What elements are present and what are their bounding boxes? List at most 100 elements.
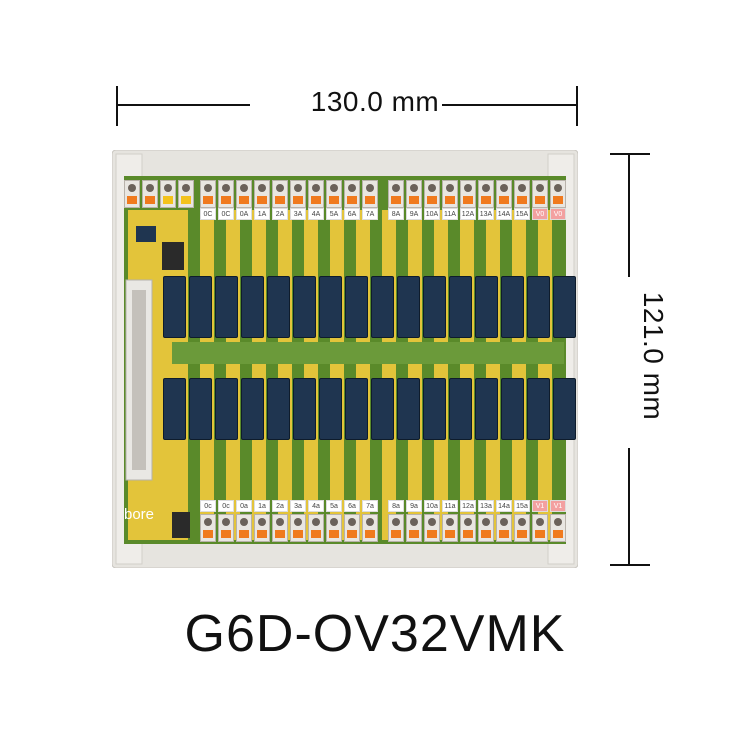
relay (241, 276, 264, 338)
terminal-label: 12a (460, 500, 476, 512)
terminal (406, 180, 422, 208)
terminal (218, 514, 234, 542)
relay (241, 378, 264, 440)
relay (189, 276, 212, 338)
terminal (496, 180, 512, 208)
terminal (200, 180, 216, 208)
relay (553, 378, 576, 440)
terminal-label: 5a (326, 500, 342, 512)
height-dimension-tick-bottom (610, 564, 650, 566)
terminal-label: 13a (478, 500, 494, 512)
terminal-label: V1 (550, 500, 566, 512)
terminal-label: 8a (388, 500, 404, 512)
terminal (344, 180, 360, 208)
relay-row-bottom (163, 378, 576, 440)
terminal (142, 180, 158, 208)
terminal (550, 514, 566, 542)
terminal-label: V1 (532, 500, 548, 512)
height-dimension-line-top (628, 153, 630, 277)
terminal-label: 2A (272, 208, 288, 220)
relay (397, 378, 420, 440)
terminal-label: 0a (236, 500, 252, 512)
top-right-terminals (388, 180, 566, 208)
relay (501, 276, 524, 338)
terminal-label: 6a (344, 500, 360, 512)
terminal-label: 11A (442, 208, 458, 220)
terminal (326, 180, 342, 208)
terminal (514, 514, 530, 542)
terminal (272, 514, 288, 542)
terminal-label: 0A (236, 208, 252, 220)
terminal (236, 180, 252, 208)
terminal (514, 180, 530, 208)
terminal (460, 514, 476, 542)
relay (215, 378, 238, 440)
terminal (478, 514, 494, 542)
terminal (308, 514, 324, 542)
relay (475, 276, 498, 338)
relay (449, 276, 472, 338)
relay (163, 276, 186, 338)
terminal-label: 0c (200, 500, 216, 512)
terminal (424, 180, 440, 208)
terminal-label: 9a (406, 500, 422, 512)
terminal (460, 180, 476, 208)
terminal (272, 180, 288, 208)
terminal-label: V0 (532, 208, 548, 220)
relay (293, 276, 316, 338)
terminal (290, 180, 306, 208)
height-dimension-line-bottom (628, 448, 630, 566)
relay (319, 276, 342, 338)
width-dimension-line-left (116, 104, 250, 106)
relay (423, 378, 446, 440)
relay (293, 378, 316, 440)
terminal-label: 0C (218, 208, 234, 220)
terminal-label: 1a (254, 500, 270, 512)
terminal-label: 3a (290, 500, 306, 512)
terminal (388, 180, 404, 208)
terminal (550, 180, 566, 208)
terminal-label: 10a (424, 500, 440, 512)
terminal-label: 11a (442, 500, 458, 512)
terminal (442, 514, 458, 542)
terminal (124, 180, 140, 208)
terminal (218, 180, 234, 208)
terminal (362, 514, 378, 542)
terminal-label: 3A (290, 208, 306, 220)
terminal-label: 8A (388, 208, 404, 220)
relay (345, 276, 368, 338)
relay (553, 276, 576, 338)
relay (449, 378, 472, 440)
bottom-left-terminals (200, 514, 378, 542)
terminal-label: 4A (308, 208, 324, 220)
bottom-right-terminals (388, 514, 566, 542)
terminal-label: 10A (424, 208, 440, 220)
relay-board-drawing (111, 149, 579, 569)
relay (371, 378, 394, 440)
width-dimension-tick-left (116, 86, 118, 126)
terminal (290, 514, 306, 542)
relay-row-top (163, 276, 576, 338)
terminal (442, 180, 458, 208)
terminal-label: 2a (272, 500, 288, 512)
width-dimension-line-right (442, 104, 578, 106)
terminal (344, 514, 360, 542)
terminal (254, 180, 270, 208)
terminal-label: 15A (514, 208, 530, 220)
terminal (178, 180, 194, 208)
terminal-label: 9A (406, 208, 422, 220)
terminal-label: 14a (496, 500, 512, 512)
terminal-label: 4a (308, 500, 324, 512)
relay (475, 378, 498, 440)
relay-board-image (111, 149, 579, 569)
relay (345, 378, 368, 440)
terminal (200, 514, 216, 542)
terminal (532, 514, 548, 542)
relay (501, 378, 524, 440)
terminal-label: 1A (254, 208, 270, 220)
terminal-label: 13A (478, 208, 494, 220)
terminal-label: 15a (514, 500, 530, 512)
